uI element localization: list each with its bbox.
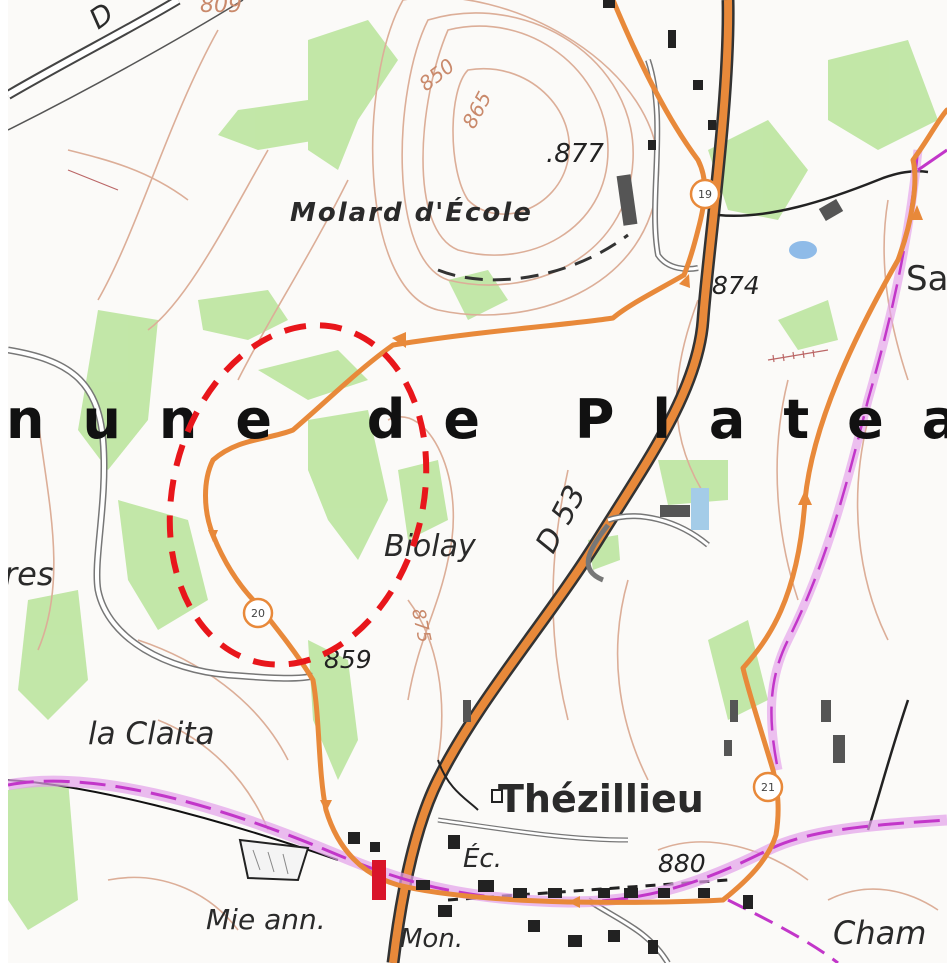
place-mie-ann: Mie ann. <box>206 903 326 936</box>
dashed-track-molard <box>437 233 629 282</box>
contour-label-809: 809 <box>200 0 242 18</box>
contour-label-875: 875 <box>407 607 435 645</box>
trail-marker-19-label: 19 <box>698 188 712 201</box>
trail-marker-19[interactable]: 19 <box>689 178 721 210</box>
trail-marker-21-label: 21 <box>761 781 775 794</box>
buildings <box>348 0 845 954</box>
place-thezillieu: Thézillieu <box>498 777 704 821</box>
elevation-880: 880 <box>658 849 706 878</box>
place-sa: Sa <box>906 259 947 299</box>
trail-marker-21[interactable]: 21 <box>752 771 784 803</box>
contour-label-865: 865 <box>457 87 496 132</box>
contour-lines <box>37 0 939 931</box>
trail-marker-20-label: 20 <box>251 607 265 620</box>
topographic-map: nune de Plateau Molard d'École Biolay la… <box>8 0 947 963</box>
elevation-874: 874 <box>712 271 760 300</box>
place-molard: Molard d'École <box>290 196 533 228</box>
pond <box>789 241 817 259</box>
place-cham: Cham <box>833 914 926 952</box>
road-top-left <box>8 0 244 131</box>
trail-marker-20[interactable]: 20 <box>242 597 274 629</box>
place-la-claita: la Claita <box>88 716 214 752</box>
cemetery <box>238 838 310 882</box>
highlight-circle <box>166 322 430 668</box>
elevation-877: .877 <box>546 139 604 169</box>
place-res: res <box>8 555 54 593</box>
minor-road-left <box>8 346 314 682</box>
commune-label: nune de Plateau <box>8 388 947 451</box>
place-biolay: Biolay <box>384 529 477 564</box>
place-mon: Mon. <box>400 924 463 954</box>
place-ec: Éc. <box>463 842 502 874</box>
map-viewport[interactable]: nune de Plateau Molard d'École Biolay la… <box>8 0 947 963</box>
road-label-d-top: D <box>83 0 120 36</box>
cliff-marks <box>67 169 829 363</box>
contour-label-850: 850 <box>414 54 459 96</box>
road-label-d53: D 53 <box>529 480 593 559</box>
trail-arrows <box>208 205 923 908</box>
